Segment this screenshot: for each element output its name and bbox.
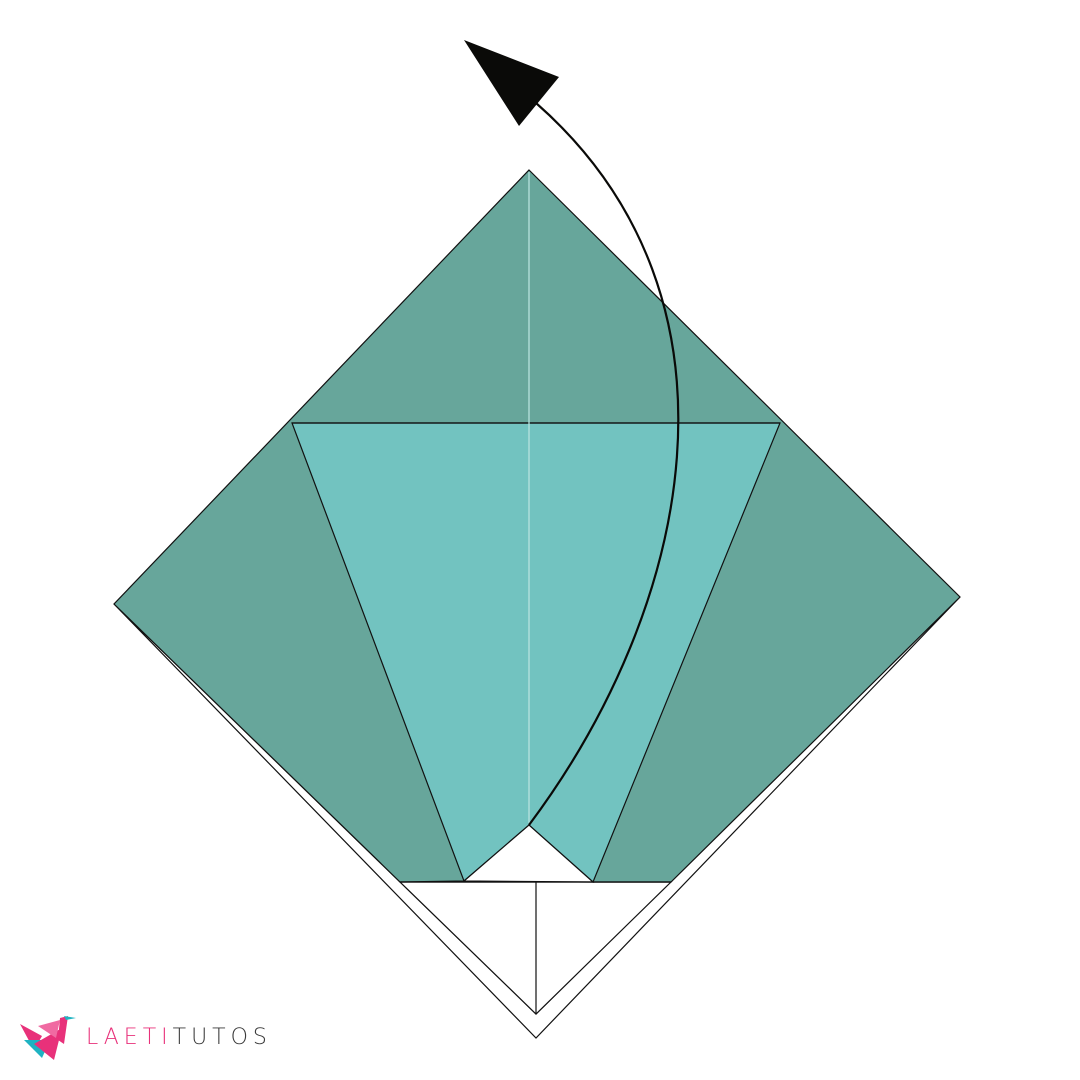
brand-part-tutos: TUTOS bbox=[172, 1025, 272, 1050]
fold-arrow-head bbox=[464, 40, 559, 126]
brand-name: LAETITUTOS bbox=[86, 1027, 272, 1049]
brand-part-laeti: LAETI bbox=[86, 1025, 173, 1050]
origami-crane-icon bbox=[20, 1016, 76, 1060]
fold-arrow-curve bbox=[528, 102, 680, 826]
laetitutos-logo: LAETITUTOS bbox=[20, 1012, 272, 1064]
